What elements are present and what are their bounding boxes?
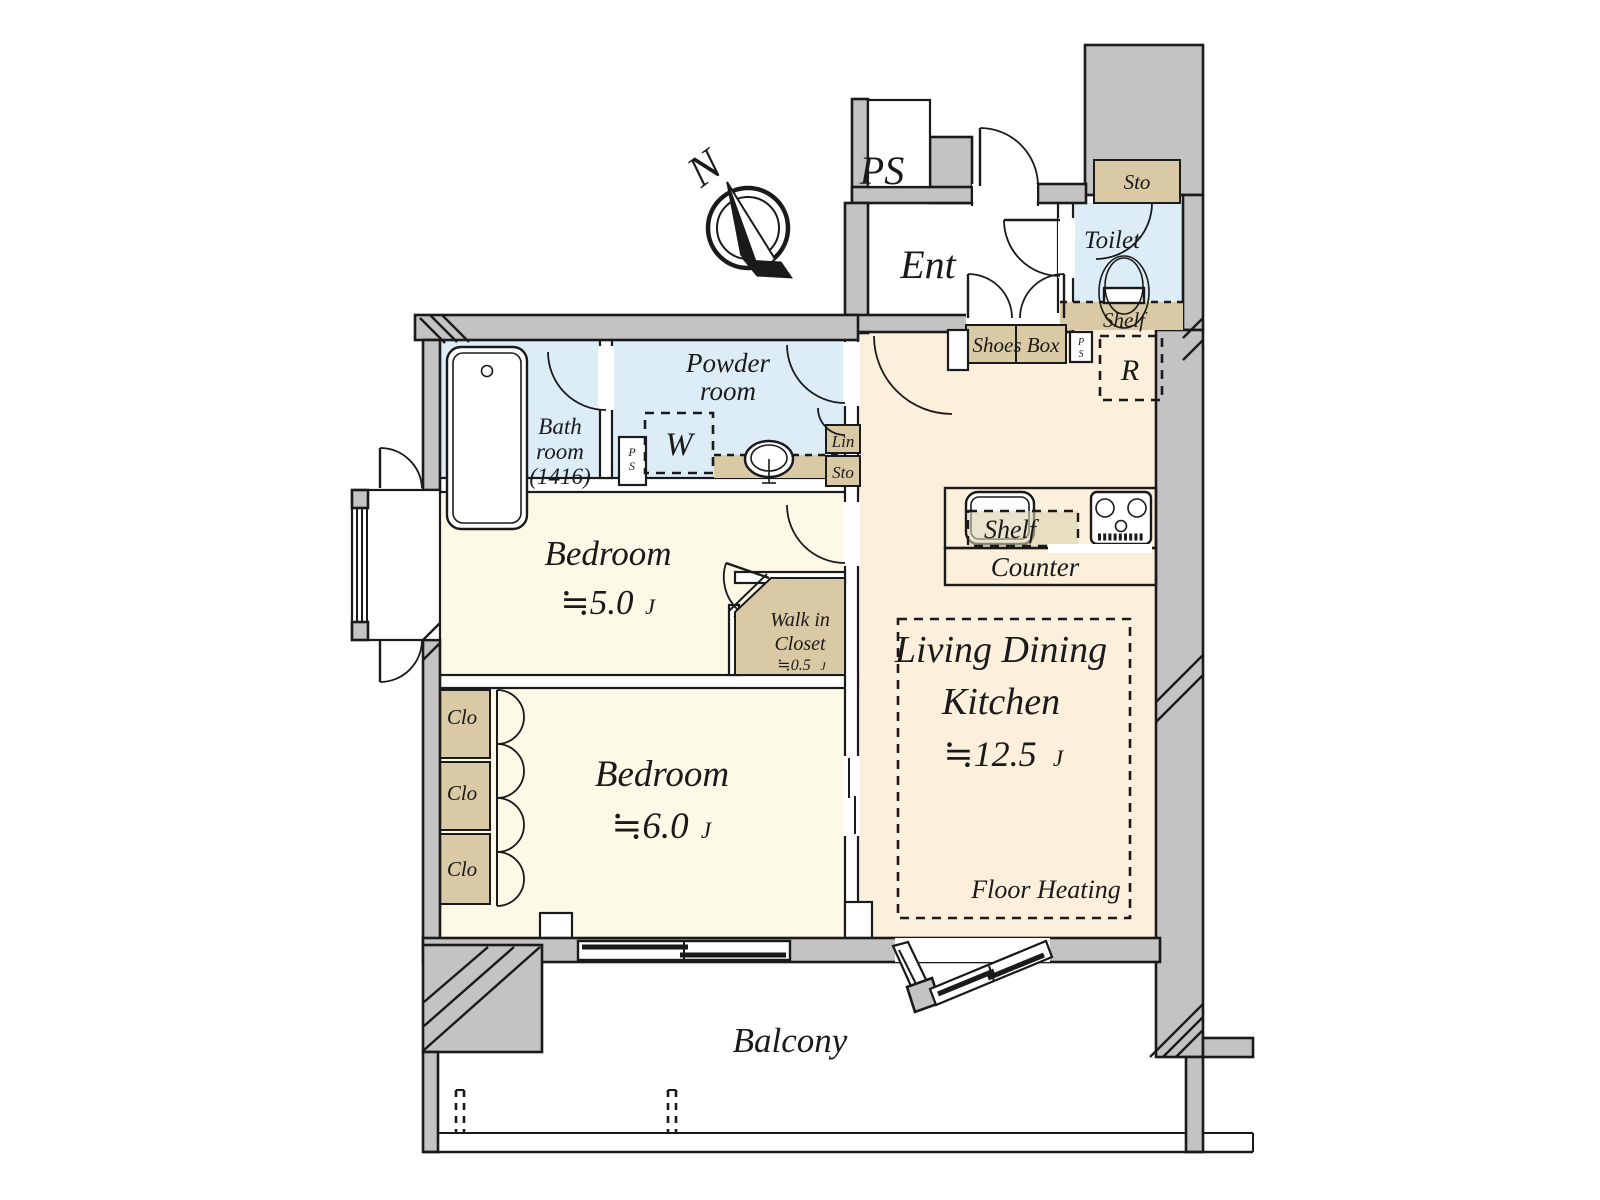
compass-icon: N — [677, 138, 793, 279]
ldk-label-2: Kitchen — [941, 681, 1060, 723]
washer-label: W — [665, 427, 695, 463]
room-ldk — [858, 330, 1156, 943]
south-windows — [576, 939, 1054, 1014]
ldk-ps-shaft — [1068, 330, 1094, 364]
dashed-boxes — [643, 334, 1164, 920]
bathroom-label-3: (1416) — [529, 464, 590, 489]
closet-label-1: Clo — [447, 705, 477, 729]
doors — [496, 127, 1153, 907]
bedroom1-area-unit: J — [645, 594, 656, 619]
floor-heating-label: Floor Heating — [970, 875, 1121, 904]
linen-label: Lin — [831, 432, 855, 451]
toilet-label: Toilet — [1084, 227, 1141, 254]
balcony-label: Balcony — [733, 1021, 848, 1060]
powder-sto-label: Sto — [832, 463, 854, 482]
bedroom2-label: Bedroom — [595, 754, 729, 795]
balcony-edge — [423, 1089, 1254, 1154]
fixtures — [445, 345, 795, 531]
powder-room-label-2: room — [700, 376, 756, 406]
powder-storage-box — [825, 455, 861, 487]
bedroom1-label: Bedroom — [544, 534, 671, 573]
washer-space — [643, 411, 715, 475]
toilet-shelf-label: Shelf — [1103, 308, 1148, 332]
entrance-label: Ent — [899, 242, 956, 287]
ldk-label-1: Living Dining — [894, 629, 1107, 671]
labels: PS Ent Sto Toilet Shelf Shoes Box P S R … — [447, 148, 1151, 1060]
closet-label-2: Clo — [447, 781, 477, 805]
room-fills — [440, 203, 1183, 943]
ps-shaft — [866, 98, 932, 189]
closet-label-3: Clo — [447, 857, 477, 881]
powder-ps-shaft — [617, 435, 648, 487]
ldk-ps-label-s: S — [1079, 349, 1084, 360]
refrigerator-label: R — [1120, 354, 1139, 387]
powder-ps-label-s: S — [629, 459, 635, 473]
bathroom-label-2: room — [536, 439, 584, 464]
wic-area-value: ≒0.5 — [777, 657, 810, 674]
wall-hatching — [419, 314, 1204, 1058]
toilet-fixture — [1098, 255, 1150, 329]
wic-area-unit: J — [820, 659, 826, 673]
toilet-storage-box — [1093, 159, 1181, 204]
outer-walls — [413, 43, 1255, 1154]
closet-box-1 — [433, 689, 491, 759]
powder-ps-label-p: P — [627, 445, 636, 459]
bedroom2-area-value: ≒6.0 — [611, 806, 689, 847]
kitchen-counter-label: Counter — [991, 552, 1080, 582]
wic-label-1: Walk in — [770, 609, 830, 631]
bathroom-label-1: Bath — [538, 414, 581, 439]
ldk-ps-label-p: P — [1077, 337, 1084, 348]
floor-heating-area — [896, 617, 1132, 920]
ps-label: PS — [859, 148, 904, 193]
linen-box — [825, 424, 861, 454]
closet-box-2 — [433, 761, 491, 831]
bathtub — [445, 345, 529, 531]
kitchen-shelf-box — [966, 509, 1080, 548]
toilet-shelf-strip — [1060, 302, 1183, 330]
balcony-partition-markers — [454, 1090, 678, 1133]
shoes-box-label: Shoes Box — [973, 333, 1061, 357]
compass-north-label: N — [677, 138, 732, 197]
ldk-angled-window — [891, 939, 1054, 1014]
toilet-sto-label: Sto — [1124, 170, 1151, 194]
kitchen-block — [943, 486, 1158, 587]
walk-in-closet-floor — [734, 577, 846, 676]
room-bedroom-2 — [440, 688, 845, 938]
storage-shapes — [433, 577, 846, 905]
bedroom2-area-unit: J — [701, 818, 713, 843]
closet-box-3 — [433, 833, 491, 905]
wic-label-2: Closet — [774, 633, 826, 655]
kitchen-shelf-label: Shelf — [984, 515, 1040, 544]
powder-room-label-1: Powder — [685, 348, 770, 378]
ldk-area-unit: J — [1053, 746, 1065, 771]
ldk-area-value: ≒12.5 — [943, 734, 1036, 774]
bedroom1-area-value: ≒5.0 — [560, 583, 634, 622]
bay-window — [350, 447, 442, 683]
